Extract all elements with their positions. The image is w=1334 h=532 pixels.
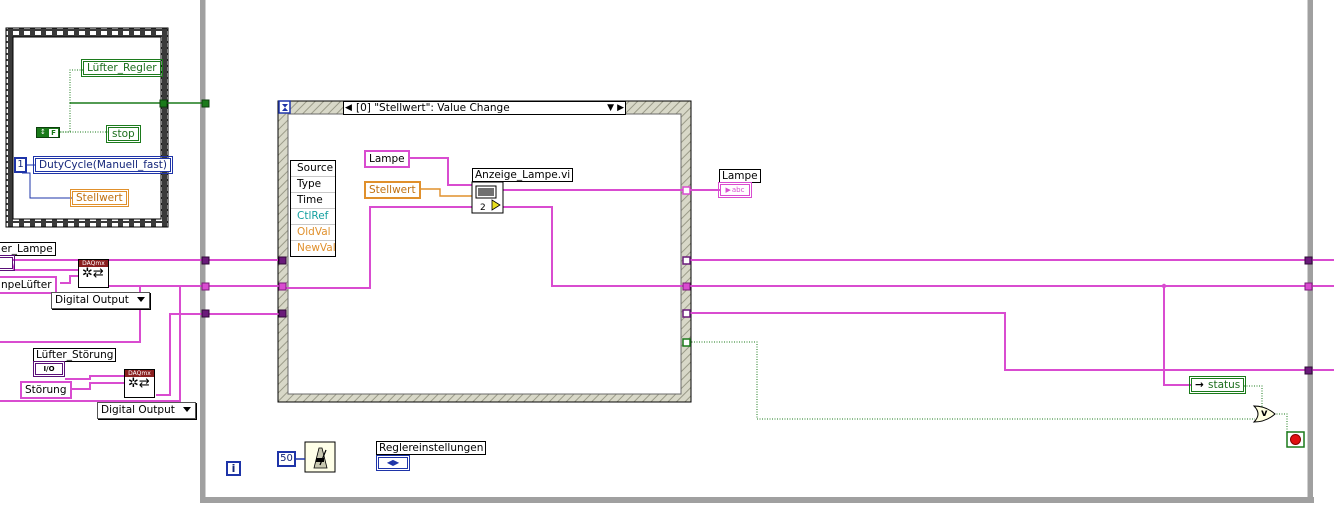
duty-cycle-indicator[interactable]: DutyCycle(Manuell_fast)	[32, 156, 174, 174]
event-case-label: [0] "Stellwert": Value Change	[356, 102, 510, 114]
event-data-newval: NewVal	[297, 242, 336, 254]
chevron-down-icon	[182, 407, 191, 412]
subvi-icon[interactable]	[471, 181, 504, 214]
unbundle-status-node[interactable]: → status	[1189, 376, 1246, 394]
daqmx-header-2: DAQmx	[125, 370, 154, 377]
setpoint-indicator[interactable]: Stellwert	[70, 189, 129, 207]
chevron-down-icon	[136, 297, 145, 302]
lamp-channel-constant[interactable]	[0, 255, 15, 271]
subvi-index: 2	[480, 203, 486, 213]
increment-arrow-icon[interactable]: ▶	[617, 103, 624, 113]
false-constant-label: F	[49, 129, 58, 137]
arrow-right-icon: →	[1195, 379, 1204, 391]
lamp-fan-constant[interactable]: npeLüfter	[0, 276, 57, 294]
or-function-icon[interactable]	[1252, 405, 1276, 423]
numeric-wires	[22, 164, 72, 199]
channel-icon: ✲⇄	[82, 266, 104, 281]
chevron-down-icon[interactable]: ▼	[607, 103, 614, 113]
channel-icon: ✲⇄	[128, 376, 150, 391]
fan-fault-label: Lüfter_Störung	[33, 348, 117, 362]
stop-terminal-icon[interactable]	[1286, 431, 1305, 448]
event-data-ctlref: CtlRef	[291, 209, 335, 225]
lamp-indicator-label: Lampe	[719, 169, 761, 183]
fan-fault-io-constant[interactable]: I/O	[33, 361, 65, 377]
status-label: status	[1208, 379, 1241, 391]
string-wires	[0, 157, 1334, 402]
event-case-selector[interactable]: ◀ [0] "Stellwert": Value Change ▼ ▶	[343, 101, 626, 115]
daqmx-header-1: DAQmx	[79, 260, 108, 267]
daqmx-create-channel-2[interactable]: DAQmx ✲⇄	[124, 369, 155, 398]
wait-ms-constant[interactable]: 50	[277, 451, 296, 467]
lamp-string-indicator[interactable]: ▶abc	[718, 182, 752, 198]
event-data-node[interactable]: Source Type Time CtlRef OldVal NewVal	[290, 160, 336, 257]
false-constant[interactable]: ↕ F	[36, 127, 60, 138]
decrement-arrow-icon[interactable]: ◀	[345, 103, 352, 113]
digital-output-ring-1[interactable]: Digital Output	[51, 292, 150, 309]
fault-constant[interactable]: Störung	[20, 381, 72, 399]
digital-output-ring-1-label: Digital Output	[55, 294, 129, 306]
event-data-time: Time	[291, 193, 335, 209]
iteration-terminal[interactable]: i	[226, 461, 241, 476]
stop-indicator[interactable]: stop	[106, 125, 141, 143]
or-label: v	[1261, 408, 1268, 419]
triangle-icon: ▶	[725, 186, 731, 194]
setpoint-local-variable[interactable]: Stellwert	[364, 181, 421, 199]
event-data-type: Type	[291, 177, 335, 193]
daqmx-create-channel-1[interactable]: DAQmx ✲⇄	[78, 259, 109, 288]
lamp-constant[interactable]: Lampe	[364, 150, 410, 168]
controller-settings-label: Reglereinstellungen	[376, 441, 487, 455]
event-data-source: Source	[291, 161, 335, 177]
fan-controller-indicator[interactable]: Lüfter_Regler	[81, 59, 163, 77]
event-data-oldval: OldVal	[291, 225, 335, 241]
loop-tunnels	[159, 99, 1313, 375]
outer-while-loop-frame[interactable]	[200, 0, 1314, 503]
boolean-wires	[60, 69, 1288, 432]
digital-output-ring-2[interactable]: Digital Output	[97, 402, 196, 419]
lamp-channel-label: er_Lampe	[0, 242, 56, 256]
wait-ms-icon[interactable]	[304, 441, 336, 473]
hourglass-icon	[278, 100, 291, 114]
digital-output-ring-2-label: Digital Output	[101, 404, 175, 416]
controller-settings-terminal[interactable]: ◀▶	[376, 455, 410, 471]
double-wires	[416, 188, 472, 197]
numeric-constant[interactable]: 1	[14, 157, 27, 173]
cluster-icon: ◀▶	[386, 458, 400, 467]
event-structure-frame[interactable]	[277, 100, 692, 403]
subvi-label: Anzeige_Lampe.vi	[472, 168, 574, 182]
